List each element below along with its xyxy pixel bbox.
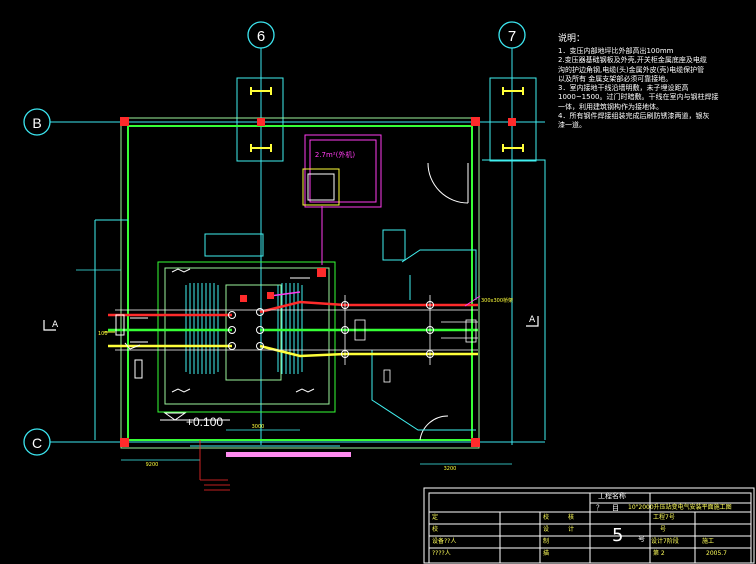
tb-row-1-c1: 定 [432, 514, 439, 521]
door-swing [427, 162, 469, 204]
elevation-mark: +0.100 [160, 412, 230, 429]
corner-pillars [120, 117, 516, 447]
column-6 [236, 77, 284, 162]
tb-row-2-c3: 设 [543, 526, 550, 533]
project-mu: 目 [612, 504, 619, 512]
door-threshold [226, 452, 351, 457]
notes-line: 2.变压器基础钢板及外壳,开关柜金属底座及电缆 [558, 56, 707, 65]
project-no-label: 工程7号 [653, 514, 675, 521]
tb-row-2-c4: 计 [568, 526, 575, 533]
project-q: ？ [596, 504, 603, 512]
notes-line: 3．室内接地干线沿墙明敷，未子埋设距高 [558, 84, 689, 93]
elevation-label: +0.100 [186, 415, 223, 429]
stage-label: 施工 [702, 538, 715, 545]
cable-tag-left: 100 [98, 331, 115, 337]
section-label-right: A [529, 315, 536, 325]
dim-left-label: 9200 [146, 462, 159, 468]
dim-gap-label: 3000 [252, 424, 265, 430]
transformer-fins-right [277, 283, 303, 374]
tb-row-4-c3: 描 [543, 550, 550, 557]
right-tag: 300x300桥架 [464, 295, 513, 343]
equipment-room [302, 134, 382, 208]
tb-row-1-c4: 核 [568, 514, 575, 521]
notes-title: 说明： [558, 34, 586, 44]
cable-tag-label: 100 [98, 331, 108, 337]
transformer-fins-left [185, 283, 219, 374]
tb-row-3-c3: 制 [543, 538, 550, 545]
section-mark-left: A [43, 320, 59, 331]
dimension-lines [76, 269, 512, 465]
column-7 [489, 77, 537, 162]
notes-line: 漆一道。 [558, 121, 586, 130]
notes-line: 以及所有 金属支架部必须可靠接地。 [558, 74, 673, 83]
drawing-number: 5 [612, 525, 624, 546]
notes-line: 1000~1500。过门时暗敷。干线在室内与钢柱焊接 [558, 93, 719, 102]
sheet-no-label: 第 2 [653, 550, 665, 557]
axis-label-C: C [32, 435, 42, 451]
right-tag-label: 300x300桥架 [481, 297, 513, 304]
axis-bubble-B: B [23, 108, 51, 136]
grounding-lines [240, 206, 326, 302]
busbar-supports [344, 295, 431, 383]
section-label-left: A [52, 320, 59, 330]
section-mark-right: A [526, 315, 539, 327]
door-swing-lower [419, 415, 449, 441]
room-box-label: 2.7m²(外机) [315, 150, 355, 159]
axis-bubble-C: C [23, 428, 51, 456]
busbar-red [108, 300, 478, 317]
annotation-leader [199, 440, 230, 491]
axis-bubble-6: 6 [247, 21, 275, 49]
transformer-enclosure [157, 261, 336, 413]
tb-row-4-c1: ????人 [432, 550, 451, 557]
drawing-title: 10"2000升压站变电气安装平面施工图 [628, 504, 732, 511]
project-name-label: 工程名称 [598, 492, 626, 500]
partitions [204, 229, 477, 431]
phase-label: 号 [660, 526, 667, 533]
date-label: 2005.7 [706, 550, 727, 557]
busbar-guides [115, 309, 478, 351]
transformer-marks [171, 268, 315, 393]
general-notes: 说明： 1．变压内部地坪比外部高出100mm 2.变压器基础钢板及外壳,开关柜金… [558, 34, 754, 131]
title-block [423, 487, 755, 564]
design-stage-label: 设计7阶段 [651, 538, 679, 545]
tb-row-3-c1: 设备??人 [432, 538, 457, 545]
building-walls [94, 117, 546, 457]
axis-label-6: 6 [257, 28, 265, 45]
axis-label-7: 7 [508, 28, 516, 45]
tb-row-2-c1: 校 [432, 526, 439, 533]
axis-bubble-7: 7 [498, 21, 526, 49]
page-label: 号 [638, 535, 645, 543]
axis-label-B: B [32, 115, 41, 131]
left-switch-symbols [115, 314, 148, 379]
axis-grid [50, 48, 545, 445]
notes-line: 4．所有钢件焊接组装完成后刷防锈漆两道，银灰 [558, 112, 710, 121]
notes-line: 1．变压内部地坪比外部高出100mm [558, 47, 674, 55]
tb-row-1-c3: 校 [543, 514, 550, 521]
busbar-yellow [108, 344, 478, 358]
notes-line: 一体，利用建筑钢构作为接地体。 [558, 102, 663, 111]
notes-line: 沟的护边角钢,电缆(头)金属外皮(壳)电缆保护管 [558, 65, 705, 74]
dim-right-label: 3200 [444, 466, 457, 472]
